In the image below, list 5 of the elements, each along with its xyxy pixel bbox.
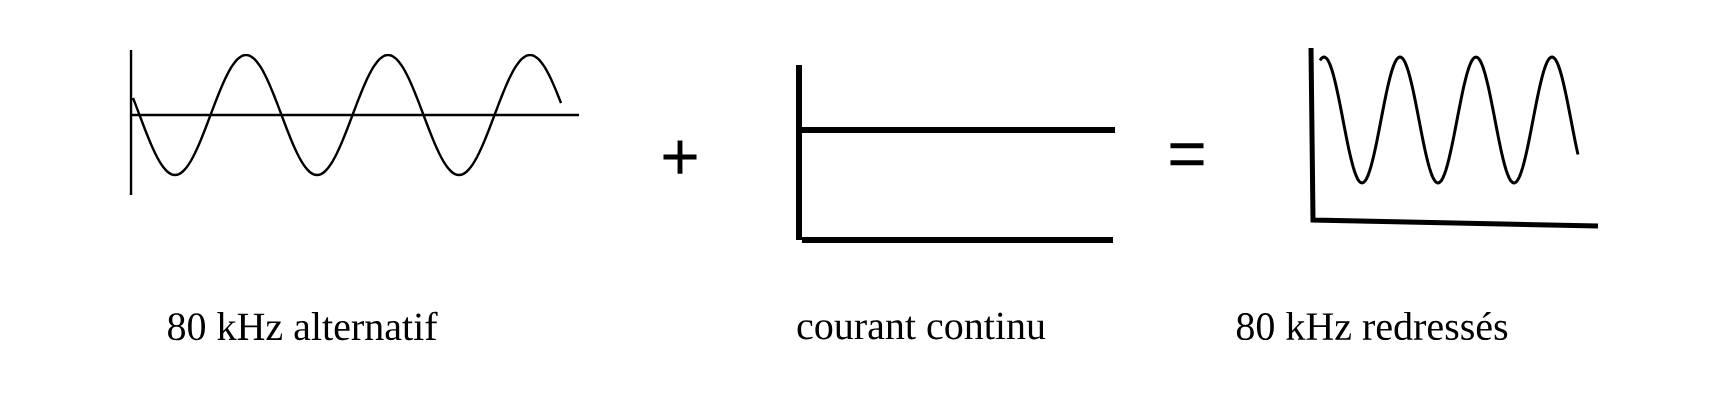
operator-sign: + [663,140,697,174]
caption-label: 80 kHz alternatif [168,311,438,341]
caption-label: courant continu [797,312,1046,340]
caption-label: 80 kHz redressés [1236,311,1508,341]
operator-sign: = [1170,143,1204,166]
